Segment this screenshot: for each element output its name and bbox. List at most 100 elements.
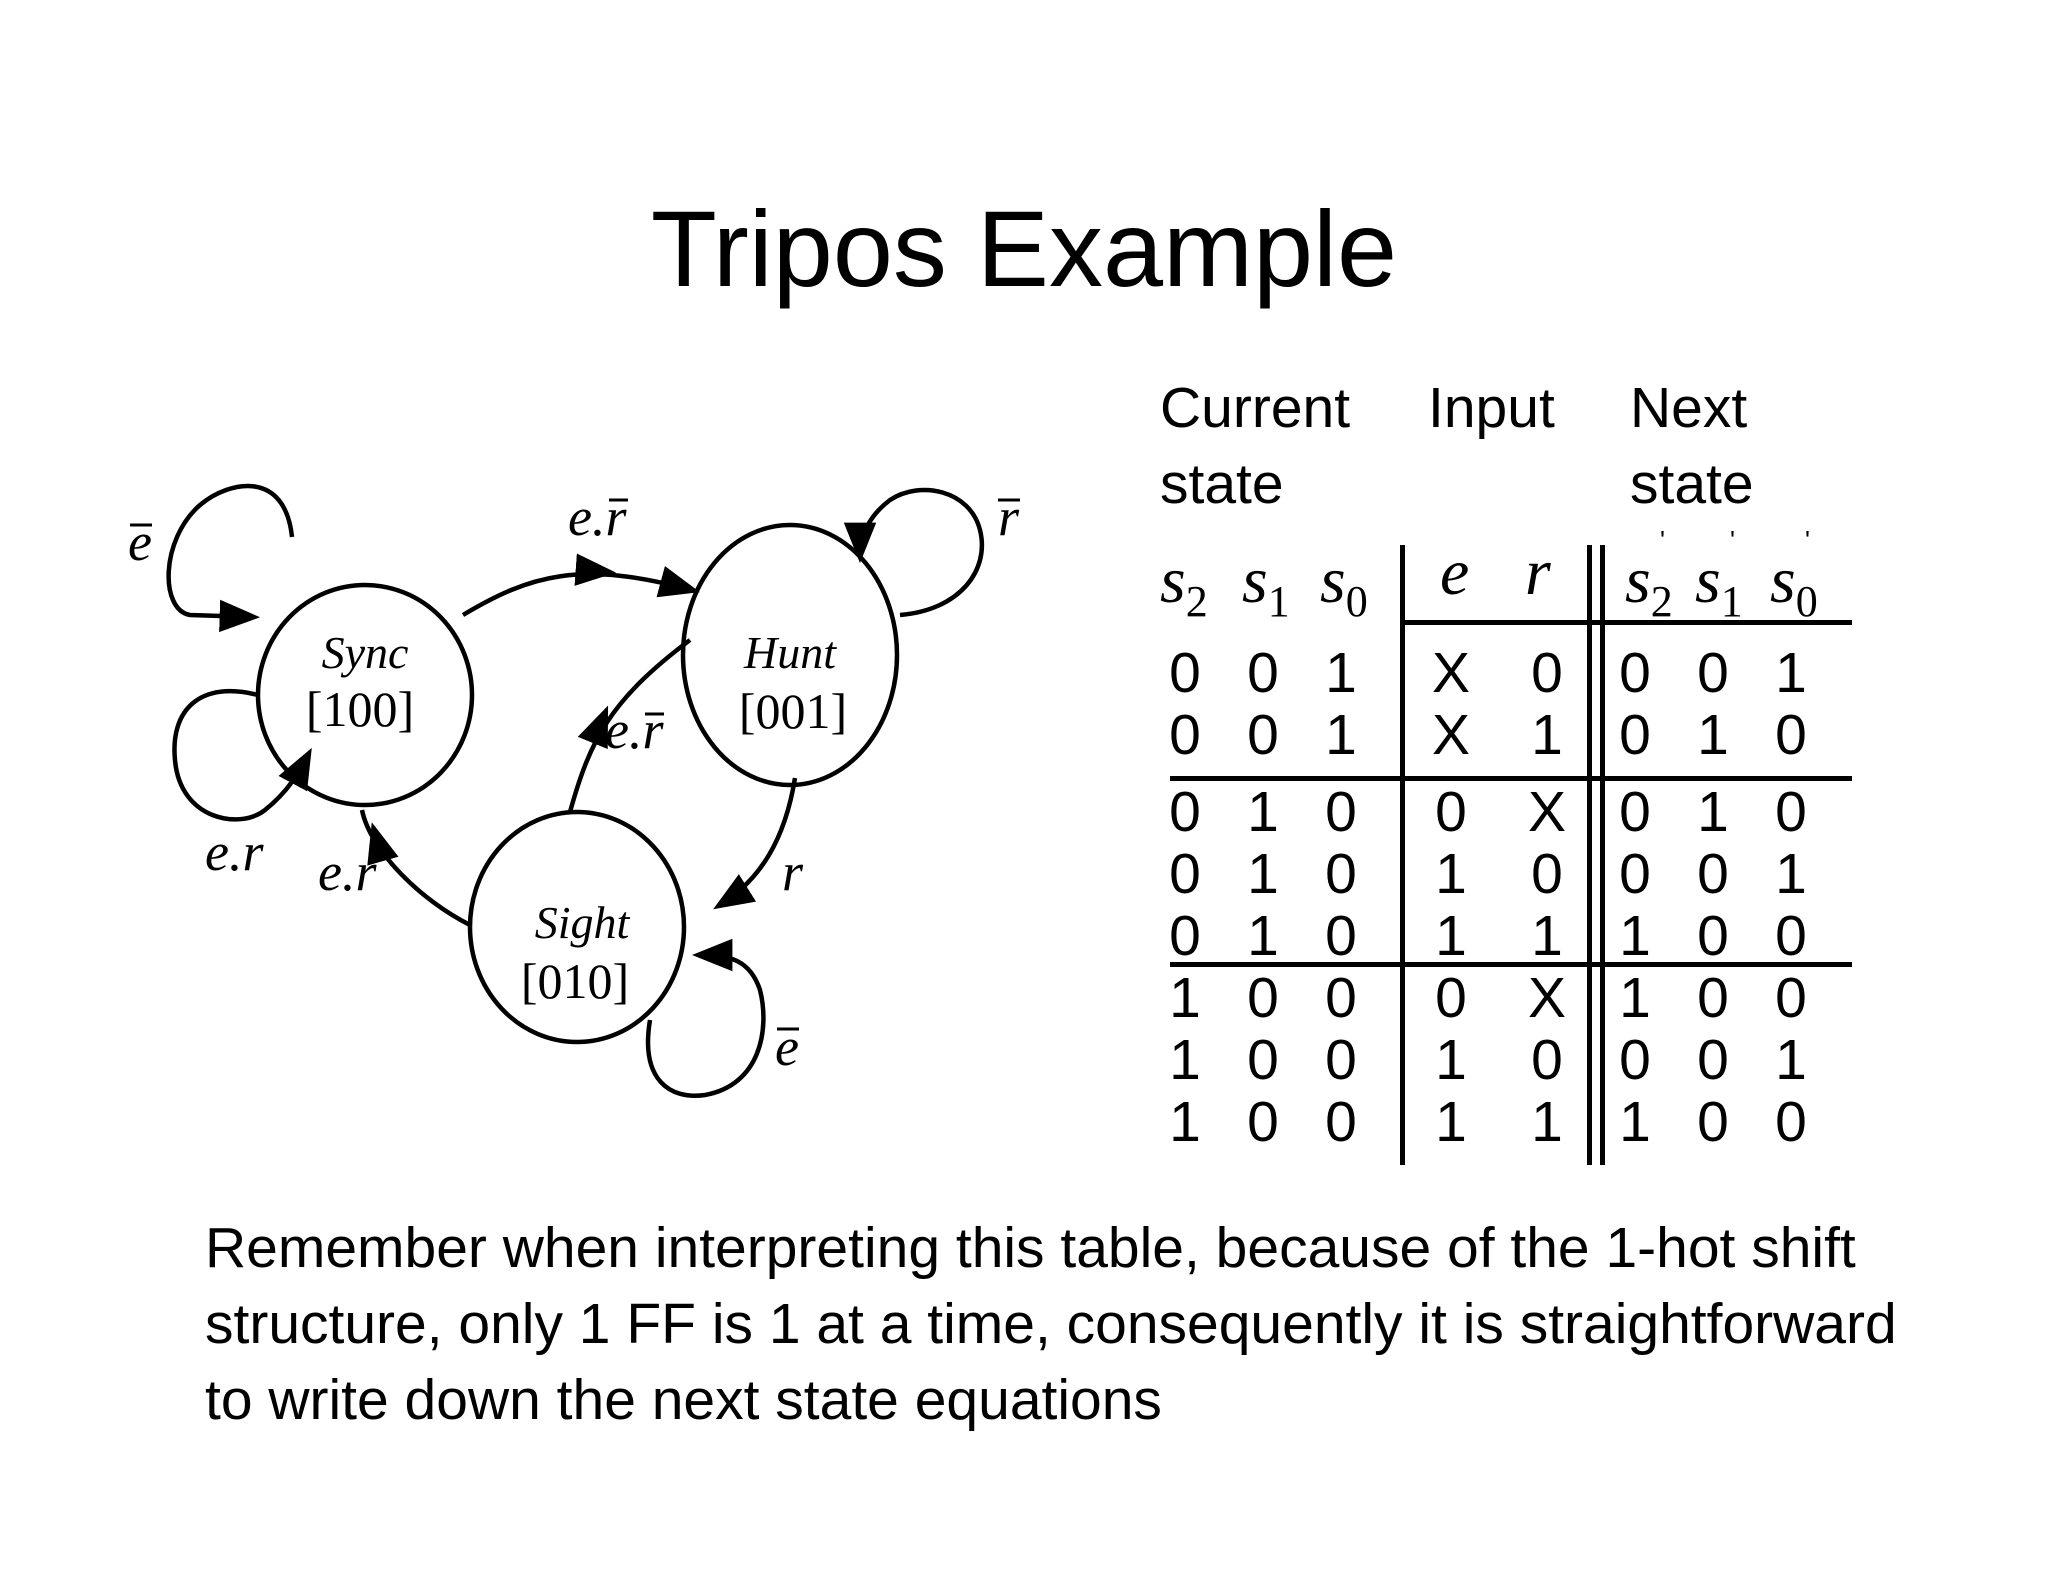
edge-sync-self-er (172, 688, 312, 822)
footnote: Remember when interpreting this table, b… (205, 1216, 1897, 1432)
table-cell: 0 (1697, 1028, 1729, 1092)
table-cell: 0 (1325, 780, 1357, 844)
label-sync-hunt: e.r (568, 487, 627, 547)
table-cell: 0 (1531, 1028, 1563, 1092)
table-cell: X (1431, 641, 1471, 705)
table-cell: 0 (1619, 842, 1651, 906)
header-current-line2: state (1160, 452, 1284, 516)
prime-s0: ' (1805, 525, 1810, 555)
col-s1-next: s1 (1695, 544, 1743, 626)
table-cell: 1 (1325, 703, 1357, 767)
table-cell: 1 (1435, 1090, 1467, 1154)
table-cell: 0 (1169, 904, 1201, 968)
table-cell: 1 (1619, 1090, 1651, 1154)
table-cell: 0 (1619, 703, 1651, 767)
label-sight-hunt: e.r (605, 700, 664, 760)
rule-vertical-state-input (1400, 545, 1405, 1165)
label-hunt-self: r (998, 487, 1020, 547)
header-input: Input (1428, 370, 1555, 446)
prime-s1: ' (1730, 525, 1735, 555)
table-cell: 0 (1697, 641, 1729, 705)
header-next-line2: state (1630, 452, 1754, 516)
table-cell: 1 (1775, 1028, 1807, 1092)
rule-vertical-double-2 (1600, 545, 1605, 1165)
rule-vertical-double-1 (1587, 545, 1592, 1165)
edge-sight-self (645, 938, 766, 1098)
table-cell: 0 (1775, 966, 1807, 1030)
table-cell: 0 (1435, 966, 1467, 1030)
header-next-state: Next state (1630, 370, 1754, 522)
table-cell: 0 (1531, 641, 1563, 705)
state-sight-code: [010] (521, 953, 629, 1009)
state-sight (467, 809, 687, 1045)
edge-sync-hunt (461, 565, 700, 617)
label-sync-self-er: e.r (205, 822, 264, 882)
state-sync-name: Sync (322, 627, 409, 678)
table-cell: 0 (1775, 904, 1807, 968)
table-cell: 1 (1247, 780, 1279, 844)
table-cell: 0 (1435, 780, 1467, 844)
table-cell: 1 (1247, 904, 1279, 968)
label-sight-sync: e.r (318, 842, 377, 902)
col-s2-next: s2 (1625, 544, 1673, 626)
table-cell: 1 (1619, 966, 1651, 1030)
edge-hunt-sight (713, 777, 798, 910)
header-next-line1: Next (1630, 376, 1748, 440)
table-cell: 1 (1775, 641, 1807, 705)
table-cell: 0 (1775, 703, 1807, 767)
table-cell: 0 (1247, 641, 1279, 705)
state-hunt-code: [001] (739, 683, 847, 739)
prime-s2: ' (1660, 525, 1665, 555)
rule-header (1400, 620, 1852, 625)
table-cell: 1 (1531, 703, 1563, 767)
col-s1: s1 (1242, 544, 1290, 626)
table-cell: 1 (1435, 1028, 1467, 1092)
table-cell: 0 (1247, 1028, 1279, 1092)
col-s0: s0 (1320, 544, 1368, 626)
table-cell: 1 (1169, 1090, 1201, 1154)
table-cell: 0 (1697, 842, 1729, 906)
table-cell: 0 (1247, 966, 1279, 1030)
header-input-line1: Input (1428, 376, 1555, 440)
state-hunt-name: Hunt (743, 627, 837, 678)
rule-group-1 (1170, 776, 1852, 781)
table-cell: 0 (1619, 1028, 1651, 1092)
table-cell: 0 (1775, 780, 1807, 844)
state-sight-name: Sight (535, 897, 631, 948)
col-e: e (1440, 536, 1470, 609)
header-current-state: Current state (1160, 370, 1350, 522)
table-cell: 0 (1247, 703, 1279, 767)
table-cell: 0 (1169, 703, 1201, 767)
slide-title: Tripos Example (650, 188, 1398, 309)
label-hunt-sight: r (782, 842, 804, 902)
table-cell: 0 (1619, 780, 1651, 844)
col-r: r (1525, 536, 1551, 609)
table-cell: 0 (1775, 1090, 1807, 1154)
table-cell: 1 (1697, 780, 1729, 844)
table-cell: 0 (1325, 966, 1357, 1030)
table-cell: 1 (1169, 1028, 1201, 1092)
state-hunt (680, 522, 900, 788)
table-cell: 0 (1169, 641, 1201, 705)
edge-sync-self-ebar (166, 483, 295, 633)
table-cell: X (1527, 780, 1567, 844)
table-cell: 0 (1325, 1028, 1357, 1092)
col-s2: s2 (1160, 544, 1208, 626)
table-cell: 1 (1619, 904, 1651, 968)
table-cell: 0 (1697, 966, 1729, 1030)
table-cell: 0 (1325, 1090, 1357, 1154)
table-cell: X (1431, 703, 1471, 767)
table-cell: 1 (1435, 904, 1467, 968)
table-cell: 0 (1619, 641, 1651, 705)
table-cell: 0 (1531, 842, 1563, 906)
table-cell: 0 (1169, 842, 1201, 906)
header-current-line1: Current (1160, 376, 1351, 440)
table-cell: 1 (1531, 1090, 1563, 1154)
table-cell: 1 (1775, 842, 1807, 906)
state-sync-code: [100] (306, 681, 414, 737)
table-cell: 1 (1169, 966, 1201, 1030)
rule-group-2 (1170, 962, 1852, 967)
table-cell: 0 (1247, 1090, 1279, 1154)
table-cell: 1 (1435, 842, 1467, 906)
